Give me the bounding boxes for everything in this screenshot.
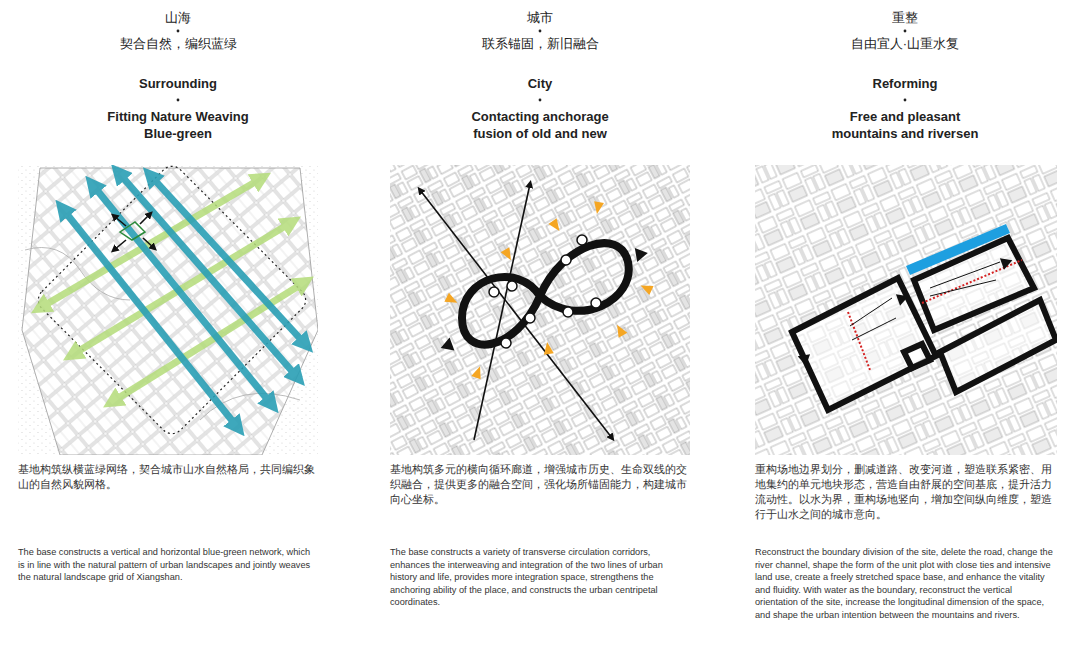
heading-en: Surrounding bbox=[58, 76, 298, 92]
separator-dot-part bbox=[539, 30, 542, 33]
site-map-part-part bbox=[848, 312, 870, 370]
city-map bbox=[390, 165, 690, 455]
city-map-part-part bbox=[444, 293, 459, 307]
body-text-en: The base constructs a vertical and horiz… bbox=[18, 546, 318, 584]
body-text-zh: 基地构筑纵横蓝绿网络，契合城市山水自然格局，共同编织象山的自然风貌网格。 bbox=[18, 462, 318, 492]
city-map-part-part bbox=[438, 337, 454, 354]
site-map-part-part bbox=[792, 278, 936, 410]
site-map-part-part bbox=[940, 300, 1056, 392]
city-map-part-part bbox=[525, 313, 535, 323]
city-map-part-part bbox=[638, 281, 653, 295]
city-map-part-part bbox=[501, 247, 516, 262]
landscape-map-part-part bbox=[112, 282, 305, 402]
site-map-part-part bbox=[850, 298, 892, 326]
site-map-part bbox=[792, 238, 1056, 410]
landscape-map-part bbox=[62, 172, 306, 428]
city-map-part-part bbox=[548, 218, 563, 234]
city-map-part-part bbox=[489, 287, 499, 297]
site-map-part bbox=[796, 255, 1015, 366]
subheading-en: Contacting anchorage fusion of old and n… bbox=[458, 108, 623, 142]
city-map-part bbox=[390, 165, 690, 455]
separator-dot-part bbox=[177, 99, 180, 102]
site-map-part-part bbox=[1000, 255, 1014, 270]
landscape-map-part bbox=[22, 168, 318, 455]
site-map-part-part bbox=[904, 344, 930, 368]
site-map-part-part bbox=[896, 291, 910, 306]
landscape-map-part bbox=[18, 165, 318, 455]
subheading-en: Fitting Nature Weaving Blue-green bbox=[103, 108, 253, 142]
city-map-part-part bbox=[474, 184, 530, 440]
city-map-part-part bbox=[577, 235, 587, 245]
heading-en: City bbox=[420, 76, 660, 92]
site-map-part bbox=[848, 260, 1022, 370]
heading-zh: 城市 bbox=[440, 10, 640, 26]
site-map-part bbox=[755, 165, 1057, 455]
site-map-part-part bbox=[922, 260, 1022, 303]
landscape-map-part-part bbox=[114, 240, 126, 250]
city-map-part-part bbox=[542, 341, 554, 354]
city-map-part-part bbox=[591, 298, 601, 308]
city-map-part bbox=[462, 243, 629, 344]
separator-dot-part bbox=[177, 30, 180, 33]
landscape-map-part-part bbox=[118, 172, 298, 378]
landscape-map bbox=[18, 165, 318, 455]
city-map-part-part bbox=[635, 246, 649, 262]
landscape-map-part-part bbox=[140, 214, 150, 224]
city-map-part-part bbox=[471, 365, 485, 380]
city-map-part bbox=[438, 246, 649, 355]
landscape-map-part bbox=[40, 178, 305, 402]
site-map-part-part bbox=[852, 318, 896, 340]
landscape-map-part bbox=[22, 168, 318, 455]
city-map-part-part bbox=[563, 307, 573, 317]
body-text-zh: 重构场地边界划分，删减道路、改变河道，塑造联系紧密、用地集约的单元地块形态，营造… bbox=[755, 462, 1057, 522]
body-text-zh: 基地构筑多元的横向循环廊道，增强城市历史、生命双线的交织融合，提供更多的融合空间… bbox=[390, 462, 690, 507]
heading-zh: 山海 bbox=[78, 10, 278, 26]
site-map bbox=[755, 165, 1057, 455]
city-map-part-part bbox=[592, 201, 604, 215]
city-map-part bbox=[444, 201, 653, 379]
body-text-en: The base constructs a variety of transve… bbox=[390, 546, 690, 609]
heading-zh: 重整 bbox=[805, 10, 1005, 26]
landscape-map-part-part bbox=[40, 178, 262, 308]
separator-dot-part bbox=[904, 30, 907, 33]
subheading-zh: 自由宜人·山重水复 bbox=[785, 36, 1025, 52]
landscape-map-part bbox=[114, 214, 154, 250]
site-map-part-part bbox=[796, 351, 810, 366]
subheading-zh: 契合自然，编织蓝绿 bbox=[58, 36, 298, 52]
city-map-part bbox=[489, 235, 601, 348]
site-map-part bbox=[850, 262, 1000, 340]
landscape-map-part-part bbox=[150, 175, 306, 345]
landscape-map-part bbox=[33, 165, 310, 439]
heading-en: Reforming bbox=[785, 76, 1025, 92]
city-map-part-part bbox=[613, 322, 628, 337]
site-map-part-part bbox=[930, 280, 996, 296]
city-map-part-part bbox=[507, 281, 517, 291]
subheading-en: Free and pleasant mountains and riversen bbox=[820, 108, 990, 142]
landscape-map-part-part bbox=[92, 184, 272, 405]
city-map-part-part bbox=[561, 255, 571, 265]
site-map-part-part bbox=[930, 262, 1000, 288]
subheading-zh: 联系锚固，新旧融合 bbox=[420, 36, 660, 52]
separator-dot-part bbox=[539, 99, 542, 102]
city-map-part-part bbox=[501, 338, 511, 348]
separator-dot-part bbox=[904, 99, 907, 102]
separator-dot bbox=[177, 30, 907, 102]
landscape-map-part-part bbox=[114, 216, 126, 226]
body-text-en: Reconstruct the boundary division of the… bbox=[755, 546, 1057, 621]
landscape-map-part-part bbox=[143, 238, 154, 248]
